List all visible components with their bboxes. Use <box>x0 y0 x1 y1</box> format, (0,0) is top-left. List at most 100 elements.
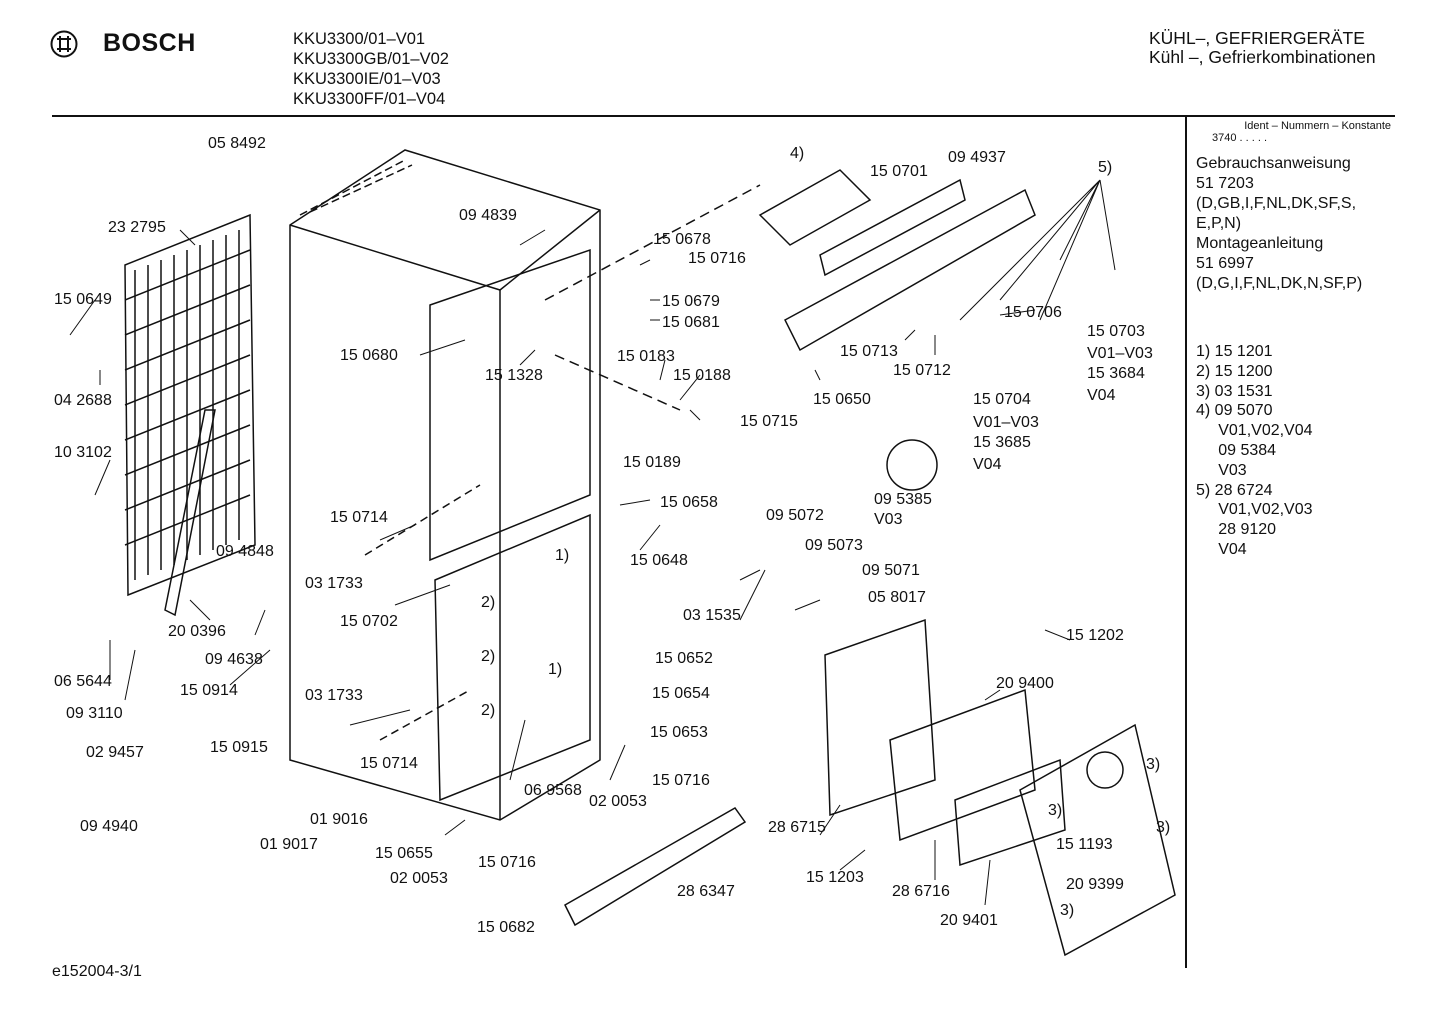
model-number: KKU3300IE/01–V03 <box>293 70 441 88</box>
part-label: 09 5071 <box>862 562 920 579</box>
part-label: 1) <box>548 661 562 678</box>
model-list: KKU3300/01–V01 KKU3300GB/01–V02 KKU3300I… <box>293 29 449 109</box>
part-label: 15 0650 <box>813 391 871 408</box>
doc-line: 51 6997 <box>1196 255 1254 272</box>
note-line: V04 <box>1196 540 1247 558</box>
part-label: 15 0701 <box>870 163 928 180</box>
part-label: 15 0658 <box>660 494 718 511</box>
note-line: 1) 15 1201 <box>1196 343 1273 360</box>
part-label: 15 0680 <box>340 347 398 364</box>
part-label: 04 2688 <box>54 392 112 409</box>
part-label: 09 5073 <box>805 537 863 554</box>
category-line: Kühl –, Gefrierkombinationen <box>1149 47 1376 67</box>
part-label: 15 0715 <box>740 413 798 430</box>
part-label: 20 9400 <box>996 675 1054 692</box>
part-label: 3) <box>1060 902 1074 919</box>
part-label: 15 0915 <box>210 739 268 756</box>
part-label: 15 3685 <box>973 434 1031 451</box>
part-label: 06 9568 <box>524 782 582 799</box>
part-label: 15 0703 <box>1087 323 1145 340</box>
note-line: 28 9120 <box>1196 521 1277 539</box>
part-label: 09 4848 <box>216 543 274 560</box>
part-label: V01–V03 <box>1087 345 1153 362</box>
part-label: 15 0678 <box>653 231 711 248</box>
part-label: 15 0716 <box>688 250 746 267</box>
documents-block: Gebrauchsanweisung 51 7203 (D,GB,I,F,NL,… <box>1196 154 1396 294</box>
note-line: 5) 28 6724 <box>1196 481 1273 499</box>
part-label: 23 2795 <box>108 219 166 236</box>
part-label: 3) <box>1146 756 1160 773</box>
shelf-dashes <box>364 484 481 741</box>
footnotes-block: 1) 15 1201 2) 15 1200 3) 03 1531 4) 09 5… <box>1196 342 1313 560</box>
part-label: V04 <box>1087 387 1116 404</box>
part-label: 2) <box>481 648 495 665</box>
doc-line: Montageanleitung <box>1196 235 1324 252</box>
note-line: 3) 03 1531 <box>1196 382 1273 400</box>
part-label: 09 3110 <box>66 705 123 722</box>
part-labels: 05 8492 23 2795 15 0649 04 2688 10 3102 … <box>54 135 1170 936</box>
note-line: V01,V02,V03 <box>1196 501 1313 519</box>
part-label: V04 <box>973 456 1002 473</box>
part-label: 15 0713 <box>840 343 898 360</box>
cover-strip <box>564 807 747 927</box>
drawing-id: e152004-3/1 <box>52 963 142 980</box>
ident-value: 3740 . . . . . <box>1212 132 1268 144</box>
part-label: 15 0655 <box>375 845 433 862</box>
doc-line: E,P,N) <box>1196 215 1242 232</box>
note-line: V03 <box>1196 461 1247 479</box>
part-label: 20 9399 <box>1066 876 1124 893</box>
part-label: 15 0716 <box>478 854 536 871</box>
note-line: 09 5384 <box>1196 441 1277 459</box>
part-label: 05 8017 <box>868 589 926 606</box>
part-label: 01 9016 <box>310 811 368 828</box>
evaporator-assembly <box>824 439 1176 957</box>
model-number: KKU3300GB/01–V02 <box>293 50 449 68</box>
header-divider <box>52 115 1395 117</box>
part-label: 20 0396 <box>168 623 226 640</box>
part-label: 15 0704 <box>973 391 1031 408</box>
part-label: V01–V03 <box>973 414 1039 431</box>
part-label: 3) <box>1048 802 1062 819</box>
part-label: 15 3684 <box>1087 365 1145 382</box>
sidebar-divider <box>1185 117 1187 968</box>
part-label: 2) <box>481 594 495 611</box>
part-label: 09 5385 <box>874 491 932 508</box>
category-line: KÜHL–, GEFRIERGERÄTE <box>1149 28 1365 48</box>
part-label: 03 1733 <box>305 687 363 704</box>
part-label: 15 0183 <box>617 348 675 365</box>
part-label: 02 0053 <box>390 870 448 887</box>
part-label: 28 6715 <box>768 819 826 836</box>
part-label: 09 4940 <box>80 818 138 835</box>
doc-line: 51 7203 <box>1196 175 1254 192</box>
part-label: 15 0649 <box>54 291 112 308</box>
part-label: 15 0914 <box>180 682 238 699</box>
part-label: 15 0189 <box>623 454 681 471</box>
ident-title: Ident – Nummern – Konstante <box>1244 120 1391 132</box>
part-label: 3) <box>1156 819 1170 836</box>
part-label: 01 9017 <box>260 836 318 853</box>
doc-line: (D,G,I,F,NL,DK,N,SF,P) <box>1196 275 1363 292</box>
part-label: 15 1202 <box>1066 627 1124 644</box>
part-label: 15 0648 <box>630 552 688 569</box>
part-label: 15 0188 <box>673 367 731 384</box>
part-label: 03 1733 <box>305 575 363 592</box>
doc-line: Gebrauchsanweisung <box>1196 155 1351 172</box>
part-label: 15 0682 <box>477 919 535 936</box>
leader-lines <box>69 179 1116 906</box>
part-label: V03 <box>874 511 903 528</box>
part-label: 15 0714 <box>330 509 388 526</box>
part-label: 02 9457 <box>86 744 144 761</box>
doc-line: (D,GB,I,F,NL,DK,SF,S, <box>1196 195 1357 212</box>
control-panel <box>544 169 1036 411</box>
part-label: 10 3102 <box>54 444 112 461</box>
part-label: 15 0714 <box>360 755 418 772</box>
cabinet-body <box>289 149 601 821</box>
model-number: KKU3300FF/01–V04 <box>293 90 446 108</box>
part-label: 09 5072 <box>766 507 824 524</box>
category-title: KÜHL–, GEFRIERGERÄTE Kühl –, Gefrierkomb… <box>1149 29 1376 67</box>
part-label: 15 0652 <box>655 650 713 667</box>
part-label: 09 4937 <box>948 149 1006 166</box>
part-label: 4) <box>790 145 804 162</box>
part-label: 5) <box>1098 159 1112 176</box>
part-label: 28 6716 <box>892 883 950 900</box>
